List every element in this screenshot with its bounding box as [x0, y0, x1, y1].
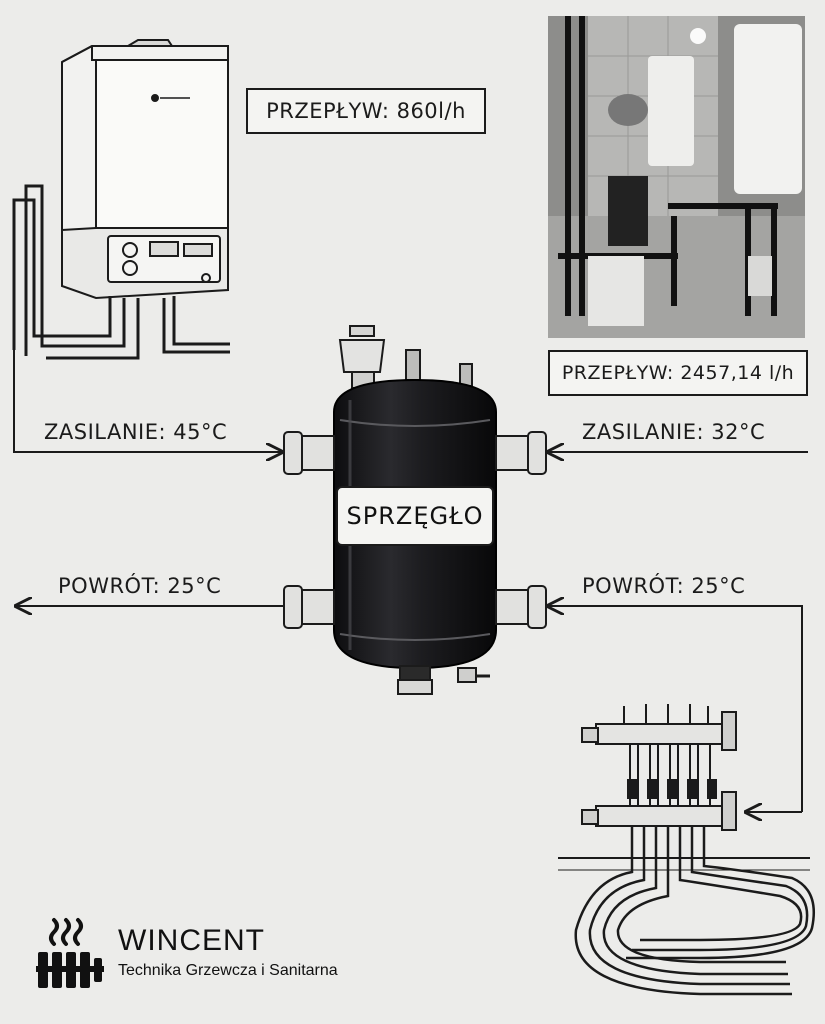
return-temp-right: POWRÓT: 25°C — [582, 574, 745, 598]
underfloor-manifold-illustration — [558, 704, 814, 994]
system-flow-label: PRZEPŁYW: 2457,14 l/h — [548, 350, 808, 396]
supply-temp-right: ZASILANIE: 32°C — [582, 420, 765, 444]
gas-boiler-illustration — [14, 40, 230, 358]
brand-name: WINCENT — [118, 924, 265, 958]
supply-temp-left: ZASILANIE: 45°C — [44, 420, 227, 444]
boiler-room-photo — [548, 16, 805, 338]
radiator-heat-icon — [36, 920, 104, 988]
return-temp-left: POWRÓT: 25°C — [58, 574, 221, 598]
boiler-flow-label: PRZEPŁYW: 860l/h — [246, 88, 486, 134]
brand-tagline: Technika Grzewcza i Sanitarna — [118, 962, 338, 980]
separator-label: SPRZĘGŁO — [336, 486, 494, 546]
